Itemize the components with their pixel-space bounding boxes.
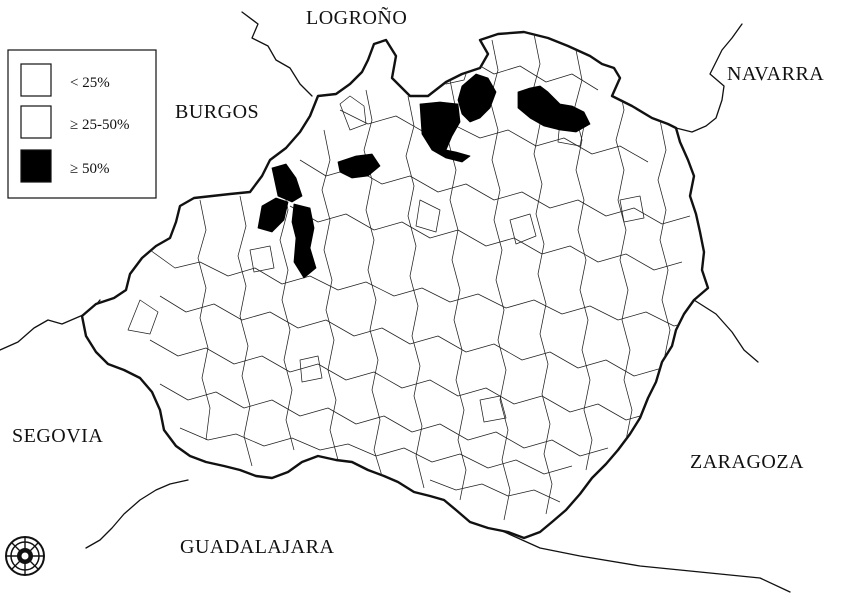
border-navarra-logrono (675, 23, 743, 133)
legend-label-low: < 25% (70, 75, 110, 91)
legend-label-mid: ≥ 25-50% (70, 117, 129, 133)
border-logrono-burgos (241, 11, 313, 97)
neighbor-labels: LOGROÑO NAVARRA BURGOS SEGOVIA ZARAGOZA … (12, 5, 824, 558)
municipality-highlight (257, 197, 289, 233)
highlighted-municipalities (257, 73, 591, 279)
municipality-highlight (337, 153, 381, 179)
municipality-highlight (517, 85, 591, 133)
label-logrono: LOGROÑO (306, 5, 407, 29)
municipality-highlight (419, 101, 471, 163)
label-segovia: SEGOVIA (12, 425, 103, 447)
municipality-highlight (291, 203, 317, 279)
label-navarra: NAVARRA (727, 63, 824, 85)
circular-emblem-icon (5, 536, 45, 576)
legend-label-high: ≥ 50% (70, 161, 109, 177)
border-zaragoza-guadalajara (499, 529, 791, 593)
legend-swatch-low (20, 63, 52, 97)
legend-swatch-high (20, 149, 52, 183)
border-segovia-guadalajara (85, 479, 189, 549)
label-guadalajara: GUADALAJARA (180, 536, 334, 558)
border-east (693, 299, 759, 363)
label-zaragoza: ZARAGOZA (690, 451, 804, 473)
municipality-highlight (457, 73, 497, 123)
neighbor-borders (0, 11, 791, 593)
soria-province-outline (80, 30, 710, 540)
legend: < 25% ≥ 25-50% ≥ 50% (7, 49, 157, 199)
legend-swatch-mid (20, 105, 52, 139)
municipality-highlight (271, 163, 303, 203)
label-burgos: BURGOS (175, 101, 259, 123)
